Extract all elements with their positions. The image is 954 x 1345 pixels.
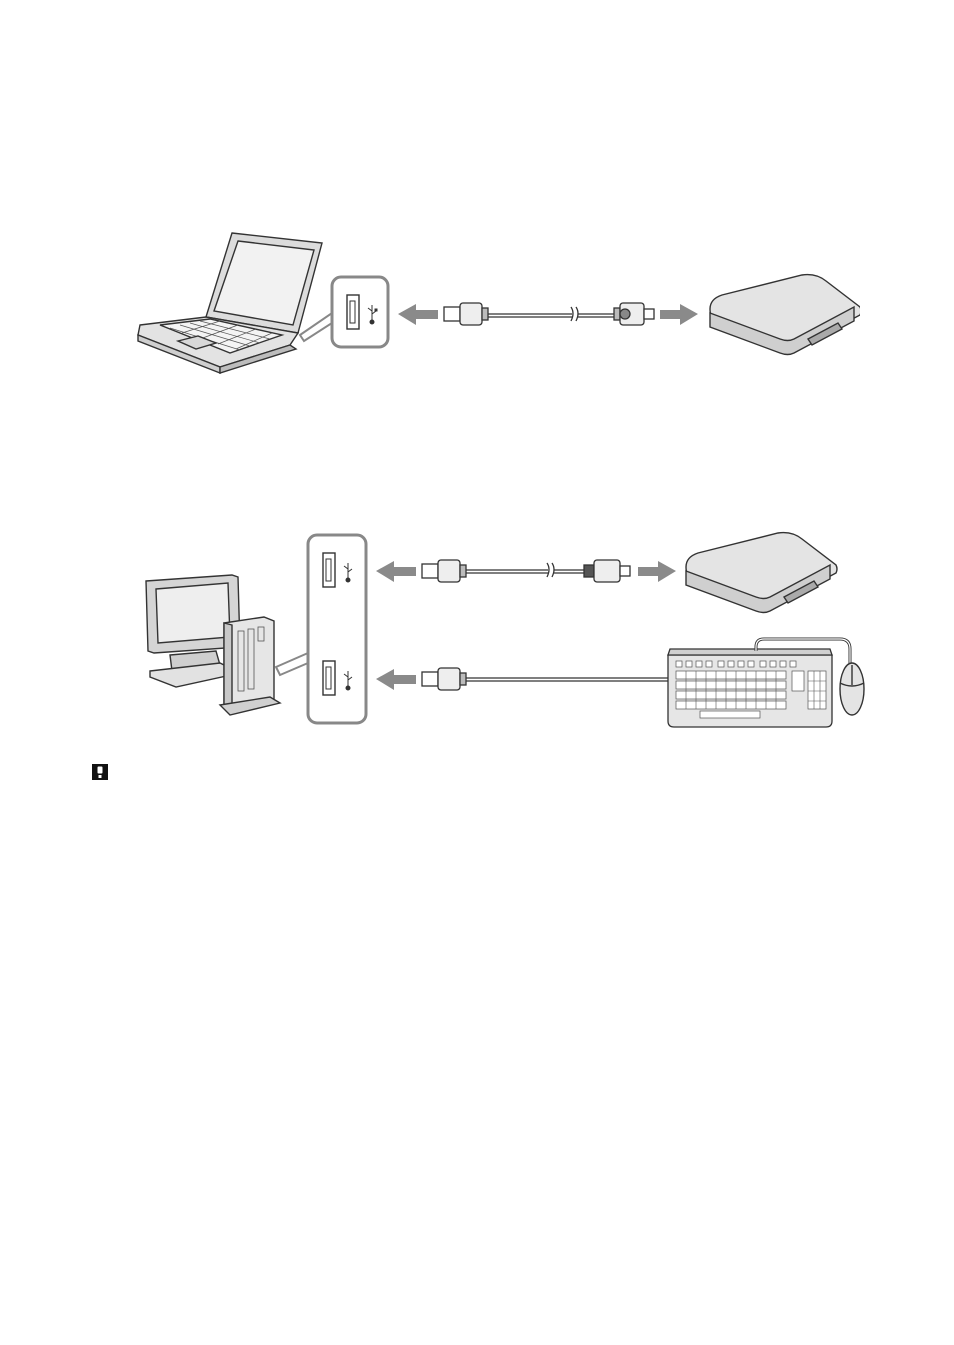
- callout-pointer: [300, 313, 332, 341]
- left-arrow: [398, 304, 438, 325]
- left-arrow: [376, 669, 416, 690]
- usb-cable: [444, 303, 654, 325]
- usb-cable: [422, 560, 630, 582]
- laptop-icon: [138, 233, 322, 373]
- usb-port-box: [308, 535, 366, 723]
- desktop-computer-icon: [146, 575, 280, 715]
- left-arrow: [376, 561, 416, 582]
- usb-cable: [422, 668, 668, 690]
- keyboard-icon: [668, 649, 832, 727]
- mouse-icon: [840, 663, 864, 715]
- callout-pointer: [276, 653, 308, 675]
- card-reader-icon: [686, 533, 837, 613]
- caution-icon: [92, 764, 108, 780]
- right-arrow: [638, 561, 676, 582]
- card-reader-icon: [710, 275, 860, 355]
- laptop-connection-figure: [120, 215, 860, 390]
- desktop-connection-figure: [120, 525, 880, 735]
- usb-port-box: [332, 277, 388, 347]
- right-arrow: [660, 304, 698, 325]
